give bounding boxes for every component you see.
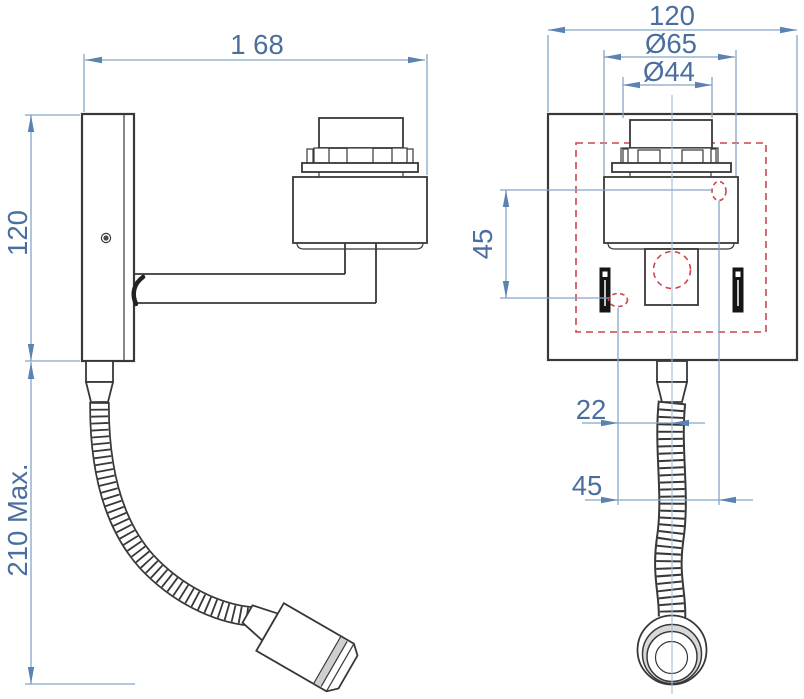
dim-offset-45-horizontal: 45	[572, 470, 753, 504]
recess-outline-red	[575, 142, 767, 333]
flex-arm-stub-side	[84, 360, 115, 403]
svg-text:45: 45	[467, 229, 498, 260]
dim-flex-length: 210 Max.	[2, 362, 35, 684]
lamp-head-side	[292, 117, 428, 250]
dim-width-side: 1 68	[85, 29, 425, 64]
flex-arm-side	[89, 401, 253, 627]
svg-text:45: 45	[572, 470, 603, 501]
svg-text:Ø44: Ø44	[643, 56, 695, 87]
dim-head-diameter: Ø65	[604, 28, 735, 61]
red-detail-marks	[607, 180, 727, 308]
fixing-hole-mark-right	[711, 180, 727, 202]
svg-text:Ø65: Ø65	[645, 28, 697, 59]
switch-right	[732, 267, 744, 313]
fixing-hole-mark-left	[607, 292, 629, 308]
svg-text:1 68: 1 68	[230, 29, 284, 60]
extension-lines	[25, 35, 798, 694]
svg-text:120: 120	[2, 210, 33, 256]
head-body-front	[603, 176, 739, 244]
reading-head-side	[241, 601, 359, 693]
support-arm-side	[134, 243, 377, 304]
head-cap-front	[629, 119, 713, 149]
head-cap-side	[318, 117, 404, 149]
cable-hole-mark	[652, 250, 692, 290]
dim-height-side: 120	[2, 115, 35, 361]
dim-offset-22: 22	[576, 394, 705, 427]
svg-text:22: 22	[576, 394, 607, 425]
side-view	[80, 112, 428, 693]
mounting-screw	[100, 232, 112, 244]
head-flange-side	[301, 162, 419, 173]
head-body-side	[292, 176, 428, 244]
flex-arm-front	[654, 400, 687, 618]
switch-left	[599, 267, 611, 313]
dimensions: 1 68 120 210 Max. 120 Ø65	[2, 0, 797, 684]
dim-width-front: 120	[548, 0, 797, 34]
svg-text:210 Max.: 210 Max.	[2, 463, 33, 576]
svg-text:120: 120	[649, 0, 695, 31]
dim-offset-45-vertical: 45	[467, 190, 510, 298]
dim-cap-diameter: Ø44	[623, 56, 712, 89]
switch-lever-side	[131, 274, 146, 307]
